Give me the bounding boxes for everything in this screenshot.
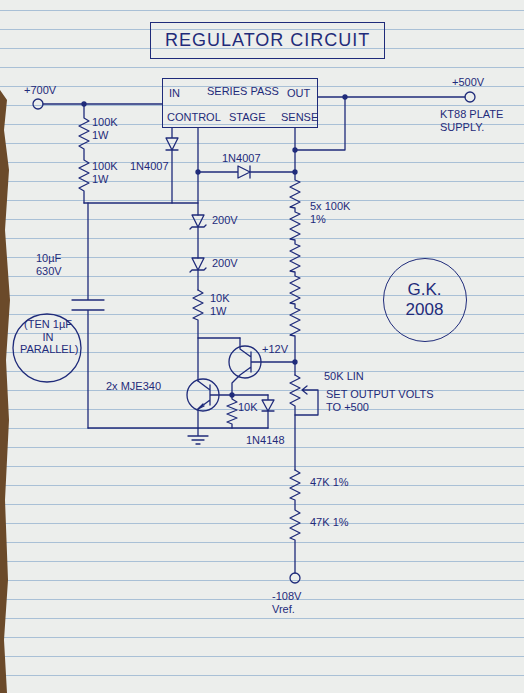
voltage-label: -108V Vref.	[272, 590, 322, 615]
port-text: CONTROL	[167, 111, 221, 124]
resistor-symbol	[227, 395, 237, 428]
part-number: 1N4007	[222, 152, 261, 165]
part-value: 10K	[238, 401, 258, 414]
junction-dot	[343, 95, 347, 99]
part-value: 100K 1W	[92, 116, 122, 141]
junction-dot	[293, 170, 297, 174]
output-wire	[318, 96, 465, 97]
diode-symbol	[198, 166, 295, 178]
series-pass-box: IN SERIES PASS OUT CONTROL STAGE SENSE	[162, 78, 318, 128]
part-value: 10µF 630V	[36, 252, 78, 277]
resistor-symbol	[79, 104, 89, 203]
voltage-label: 200V	[212, 257, 238, 270]
resistor-symbol	[193, 290, 203, 381]
resistor-chain	[290, 128, 300, 375]
junction-dot	[196, 170, 200, 174]
transistor-leads	[198, 381, 268, 428]
resistor-symbol	[290, 470, 300, 573]
vref-terminal	[290, 573, 300, 583]
input-wire	[43, 103, 162, 104]
junction-dot	[293, 360, 297, 364]
capacitor-symbol	[72, 203, 104, 428]
junction-dot	[293, 148, 297, 152]
part-value: 10K 1W	[210, 292, 240, 317]
wiper-arrow	[295, 386, 318, 415]
sense-wire	[295, 97, 345, 150]
voltage-label: +500V	[452, 76, 484, 89]
junction-dot	[82, 102, 86, 106]
ground-symbol	[88, 428, 268, 444]
voltage-label: +700V	[24, 84, 56, 97]
load-note: KT88 PLATE SUPPLY.	[440, 108, 512, 133]
port-text: SERIES PASS	[207, 85, 279, 98]
part-number: 1N4007	[130, 160, 169, 173]
part-value: 50K LIN	[324, 370, 364, 383]
part-number: 2x MJE340	[106, 380, 166, 393]
wire	[84, 202, 198, 203]
voltage-label: +12V	[262, 343, 288, 356]
input-terminal	[33, 99, 43, 109]
diode-symbol	[262, 395, 274, 428]
signature-circle: G.K. 2008	[383, 258, 467, 342]
title-box: REGULATOR CIRCUIT	[150, 22, 385, 59]
port-text: STAGE	[229, 111, 265, 124]
junction-dot	[230, 393, 234, 397]
output-terminal	[465, 92, 475, 102]
part-value: 100K 1W	[92, 160, 122, 185]
adjust-note: SET OUTPUT VOLTS TO +500	[326, 388, 436, 413]
transistor-leads	[232, 338, 295, 395]
port-text: OUT	[287, 87, 310, 100]
part-value: 5x 100K 1%	[310, 200, 358, 225]
torn-edge	[0, 90, 10, 693]
voltage-label: 200V	[212, 214, 238, 227]
note-oval	[13, 314, 81, 382]
zener-symbol	[190, 215, 206, 258]
port-text: IN	[169, 87, 180, 100]
signature-text: G.K. 2008	[399, 280, 451, 319]
wire	[198, 337, 240, 338]
zener-symbol	[190, 258, 206, 290]
part-value: 47K 1%	[310, 476, 349, 489]
note-text: (TEN 1µF IN PARALLEL)	[20, 318, 76, 356]
port-text: SENSE	[281, 111, 318, 124]
part-number: 1N4148	[246, 434, 285, 447]
emitter-arrow	[198, 404, 204, 409]
part-value: 47K 1%	[310, 516, 349, 529]
potentiometer-symbol	[290, 375, 300, 470]
